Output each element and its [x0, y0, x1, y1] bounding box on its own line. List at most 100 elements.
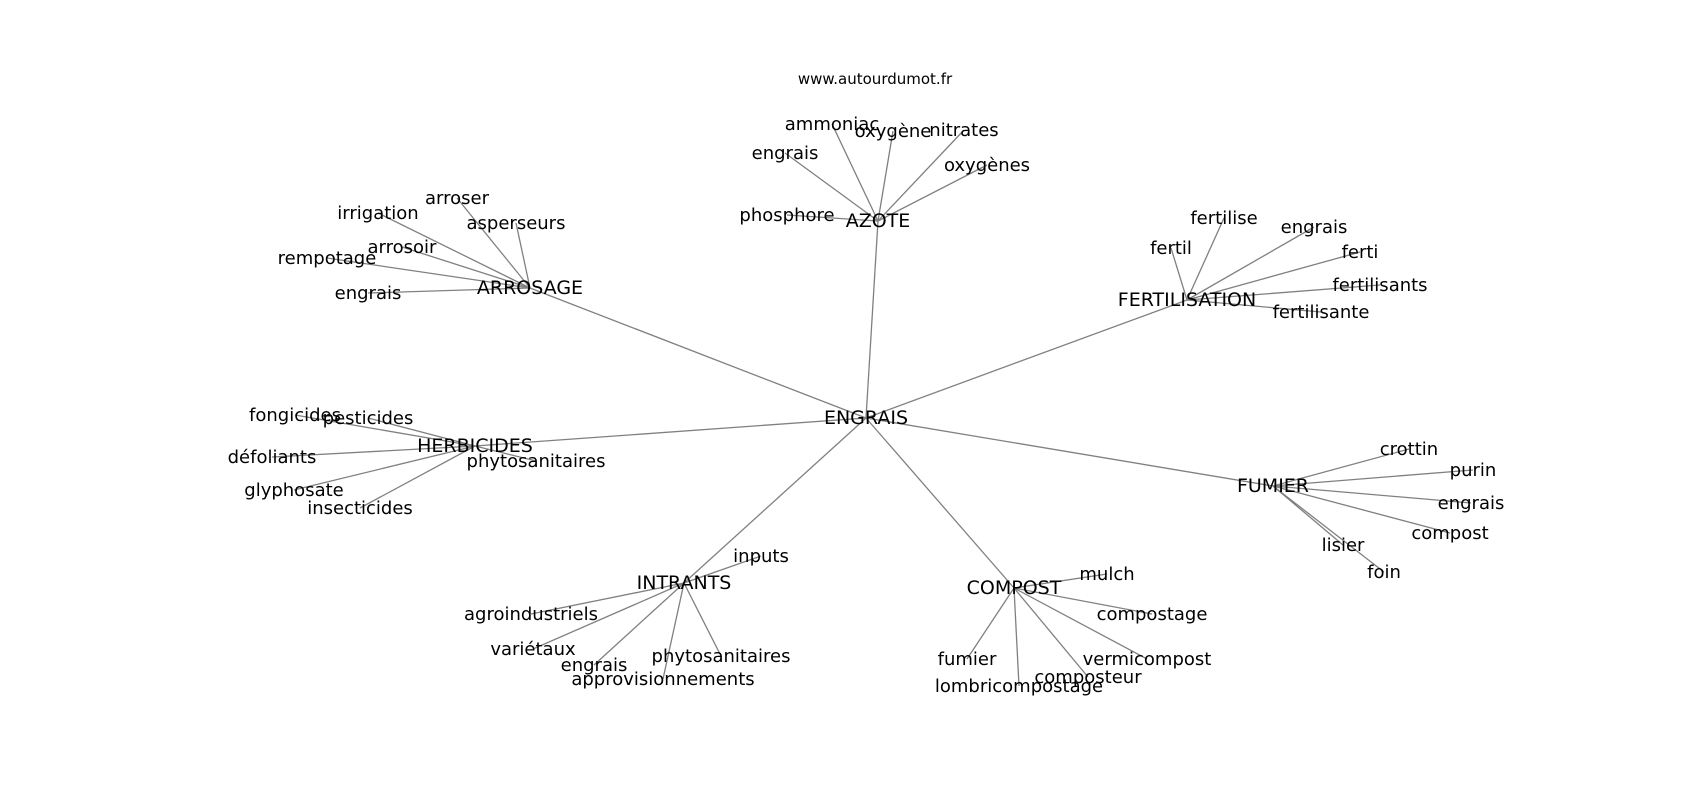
- leaf-node-label: fertilisante: [1273, 302, 1370, 323]
- edge-root-arrosage: [529, 287, 867, 419]
- leaf-node-label: fertil: [1150, 238, 1192, 259]
- leaf-node-label: lisier: [1322, 535, 1365, 556]
- edge-intrants-leaf: [683, 555, 762, 584]
- edge-root-fertilisation: [865, 299, 1188, 419]
- edge-fertilisation-leaf: [1186, 299, 1322, 313]
- leaf-node-label: oxygène: [855, 121, 932, 142]
- edge-compost-leaf: [1013, 587, 1089, 678]
- edge-azote-leaf: [784, 152, 879, 222]
- leaf-node-label: engrais: [561, 655, 628, 676]
- edge-intrants-leaf: [593, 582, 685, 666]
- leaf-node-label: engrais: [1281, 217, 1348, 238]
- edge-fertilisation-leaf: [1186, 217, 1225, 301]
- edge-herbicides-leaf: [359, 445, 476, 509]
- edge-arrosage-leaf: [326, 257, 531, 289]
- edge-root-herbicides: [474, 417, 867, 447]
- leaf-node-label: phytosanitaires: [652, 646, 791, 667]
- edge-fumier-leaf: [1272, 469, 1474, 487]
- edge-arrosage-leaf: [515, 222, 531, 289]
- leaf-node-label: phytosanitaires: [467, 451, 606, 472]
- edge-compost-leaf: [1013, 573, 1108, 589]
- leaf-node-label: mulch: [1079, 564, 1134, 585]
- edge-fumier-leaf: [1272, 485, 1472, 504]
- edge-fertilisation-leaf: [1186, 226, 1315, 301]
- edge-herbicides-leaf: [271, 445, 476, 458]
- leaf-node-label: arrosoir: [368, 237, 438, 258]
- leaf-node-label: glyphosate: [244, 480, 343, 501]
- edge-intrants-leaf: [662, 582, 685, 680]
- leaf-node-label: composteur: [1034, 667, 1142, 688]
- leaf-node-label: approvisionnements: [571, 669, 754, 690]
- leaf-node-label: purin: [1450, 460, 1497, 481]
- edge-herbicides-leaf: [293, 445, 476, 491]
- leaf-node-label: arroser: [425, 188, 490, 209]
- website-watermark: www.autourdumot.fr: [797, 70, 953, 88]
- leaf-node-label: fertilise: [1190, 208, 1257, 229]
- leaf-node-label: ferti: [1342, 242, 1379, 263]
- edge-compost-leaf: [1013, 587, 1148, 660]
- edge-arrosage-leaf: [456, 197, 531, 289]
- edge-azote-leaf: [877, 164, 988, 222]
- hub-node-label: COMPOST: [967, 577, 1062, 599]
- leaf-node-label: foin: [1367, 562, 1401, 583]
- edge-fertilisation-leaf: [1186, 284, 1381, 301]
- leaf-node-label: compost: [1411, 523, 1488, 544]
- edge-herbicides-leaf: [294, 414, 476, 447]
- edge-arrosage-leaf: [401, 246, 531, 289]
- edge-herbicides-leaf: [474, 445, 537, 462]
- leaf-node-label: variétaux: [490, 639, 576, 660]
- edge-root-fumier: [865, 417, 1274, 487]
- hub-node-label: HERBICIDES: [417, 435, 533, 457]
- edge-fumier-leaf: [1272, 485, 1451, 534]
- leaf-node-label: défoliants: [228, 447, 317, 468]
- leaf-node-label: engrais: [752, 143, 819, 164]
- edge-azote-leaf: [786, 214, 879, 222]
- root-node-label: ENGRAIS: [824, 407, 908, 429]
- edge-azote-leaf: [831, 123, 879, 222]
- edge-compost-leaf: [966, 587, 1015, 660]
- edge-compost-leaf: [1013, 587, 1020, 687]
- leaf-node-label: insecticides: [307, 498, 413, 519]
- edge-intrants-leaf: [532, 582, 685, 650]
- leaf-node-label: rempotage: [278, 248, 377, 269]
- leaf-node-label: agroindustriels: [464, 604, 598, 625]
- edge-arrosage-leaf: [367, 287, 531, 294]
- edge-fertilisation-leaf: [1170, 247, 1188, 301]
- edge-fumier-leaf: [1272, 448, 1410, 487]
- leaf-node-label: fongicides: [249, 405, 341, 426]
- edge-fumier-leaf: [1272, 485, 1385, 573]
- leaf-node-label: phosphore: [739, 205, 834, 226]
- edge-intrants-leaf: [683, 582, 722, 657]
- leaf-node-label: vermicompost: [1083, 649, 1212, 670]
- leaf-node-label: engrais: [1438, 493, 1505, 514]
- edge-arrosage-leaf: [377, 212, 531, 289]
- leaf-node-label: inputs: [733, 546, 789, 567]
- leaf-node-label: crottin: [1380, 439, 1438, 460]
- hub-node-label: ARROSAGE: [477, 277, 583, 299]
- leaf-node-label: engrais: [335, 283, 402, 304]
- leaf-node-label: lombricompostage: [935, 676, 1103, 697]
- edge-compost-leaf: [1013, 587, 1153, 615]
- edge-root-intrants: [683, 417, 867, 584]
- leaf-node-label: asperseurs: [467, 213, 566, 234]
- leaf-node-label: pesticides: [323, 408, 414, 429]
- edge-azote-leaf: [877, 129, 965, 222]
- hub-node-label: FUMIER: [1237, 475, 1309, 497]
- edge-root-compost: [865, 417, 1015, 589]
- edge-herbicides-leaf: [367, 417, 476, 447]
- leaf-node-label: nitrates: [929, 120, 998, 141]
- edge-root-azote: [865, 220, 879, 419]
- leaf-node-label: fumier: [938, 649, 997, 670]
- edge-fertilisation-leaf: [1186, 251, 1361, 301]
- leaf-node-label: irrigation: [337, 203, 418, 224]
- leaf-node-label: oxygènes: [944, 155, 1030, 176]
- edge-azote-leaf: [877, 130, 894, 222]
- edge-intrants-leaf: [530, 582, 685, 615]
- leaf-node-label: ammoniac: [785, 114, 879, 135]
- leaf-node-label: fertilisants: [1332, 275, 1427, 296]
- leaf-node-label: compostage: [1097, 604, 1208, 625]
- hub-node-label: FERTILISATION: [1118, 289, 1256, 311]
- hub-node-label: INTRANTS: [637, 572, 732, 594]
- hub-node-label: AZOTE: [846, 210, 911, 232]
